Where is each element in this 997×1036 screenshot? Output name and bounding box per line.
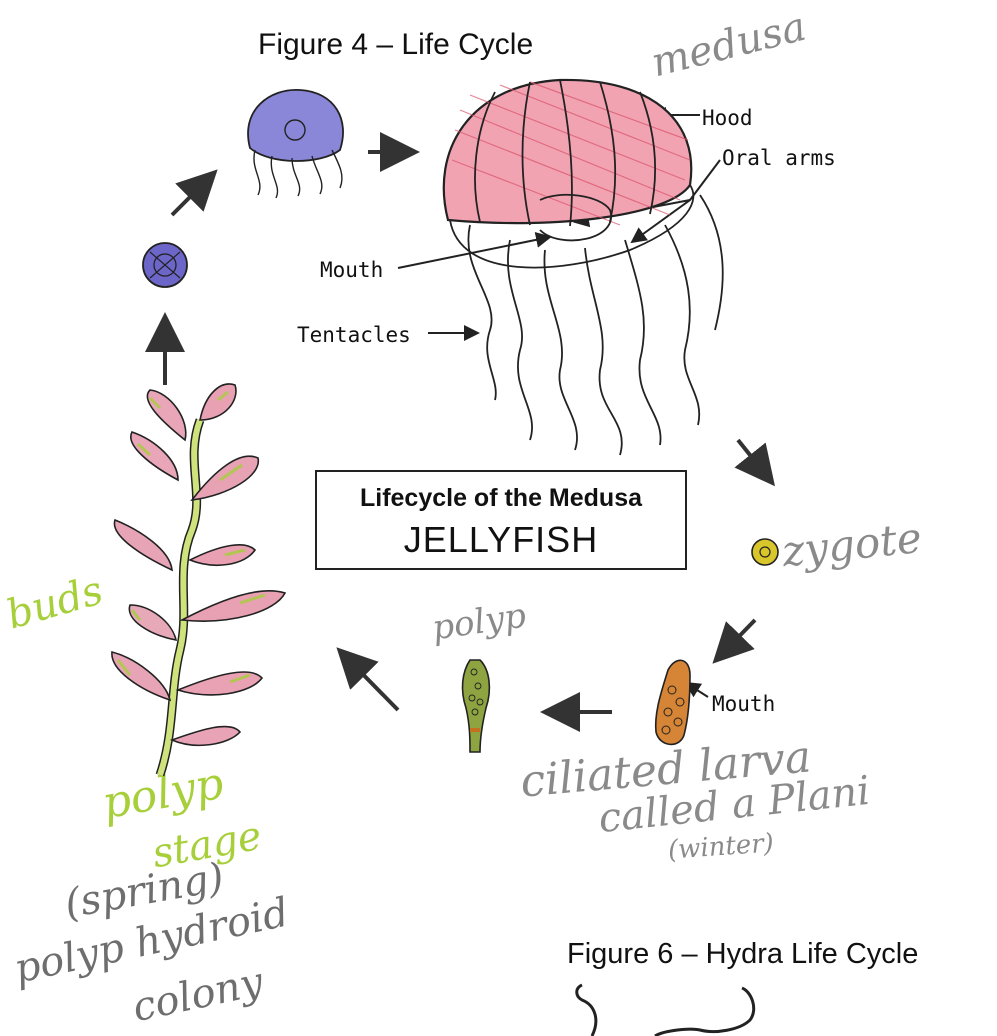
zygote-drawing — [752, 539, 778, 565]
arrow-down-left-icon — [718, 620, 755, 658]
mouth-leader-icon — [398, 237, 550, 268]
hydroid-colony-drawing — [112, 384, 285, 775]
young-medusa-drawing — [248, 90, 343, 198]
medusa-jellyfish-drawing — [444, 80, 723, 455]
arrow-down-right-icon — [738, 440, 770, 480]
polyp-drawing — [463, 660, 490, 752]
arrow-up-left-icon — [342, 653, 398, 710]
arrow-diagonal-up-icon — [172, 175, 212, 215]
larva-drawing — [656, 660, 690, 744]
hydra-drawing — [577, 985, 754, 1036]
arrow-icon — [165, 152, 770, 712]
ephyra-drawing — [143, 243, 187, 287]
